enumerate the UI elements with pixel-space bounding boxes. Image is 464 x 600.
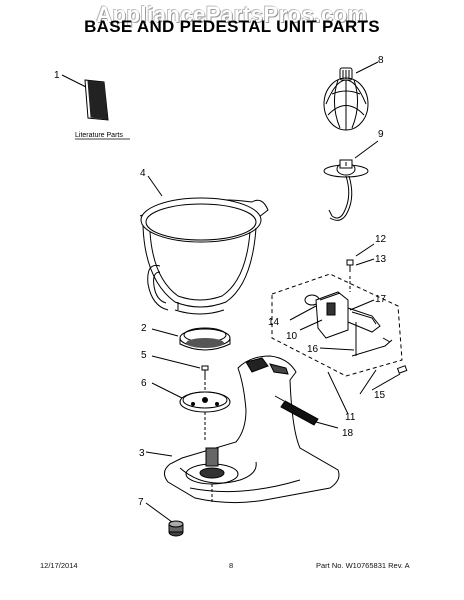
hinge-pin-drawing bbox=[274, 395, 339, 429]
callout-7: 7 bbox=[138, 497, 144, 508]
callout-18: 18 bbox=[342, 428, 354, 439]
callout-4: 4 bbox=[140, 168, 146, 179]
mounting-plate-drawing bbox=[151, 382, 231, 440]
page-title: BASE AND PEDESTAL UNIT PARTS bbox=[84, 17, 380, 36]
bowl-clamping-plate-drawing bbox=[151, 327, 231, 351]
callout-1: 1 bbox=[54, 70, 60, 81]
rubber-foot-drawing bbox=[145, 502, 184, 537]
callout-6: 6 bbox=[141, 378, 147, 389]
literature-parts-label: Literature Parts bbox=[75, 132, 123, 139]
callout-15: 15 bbox=[374, 390, 386, 401]
callout-14: 14 bbox=[268, 317, 280, 328]
hinge-leader-lines bbox=[289, 299, 401, 415]
callout-3: 3 bbox=[139, 448, 145, 459]
callout-11: 11 bbox=[345, 412, 356, 423]
callout-10: 10 bbox=[286, 331, 298, 342]
wire-whip-drawing bbox=[323, 61, 379, 131]
callout-13: 13 bbox=[375, 254, 387, 265]
pedestal-base-drawing bbox=[145, 355, 340, 504]
lock-bracket-assembly-drawing bbox=[304, 291, 408, 374]
callout-8: 8 bbox=[378, 55, 384, 66]
callout-17: 17 bbox=[375, 294, 387, 305]
callout-2: 2 bbox=[141, 323, 147, 334]
screw-drawing bbox=[151, 355, 209, 392]
footer-page-number: 8 bbox=[229, 561, 234, 570]
hinge-assembly-outline bbox=[271, 273, 403, 377]
watermark-text: AppliancePartsPros.com bbox=[96, 2, 368, 27]
mixing-bowl-drawing bbox=[139, 175, 269, 315]
callout-9: 9 bbox=[378, 129, 384, 140]
small-screws-drawing bbox=[346, 243, 375, 292]
literature-booklet-drawing bbox=[61, 74, 130, 140]
footer-part-number: Part No. W10765831 Rev. A bbox=[316, 561, 410, 570]
footer-date: 12/17/2014 bbox=[40, 561, 78, 570]
callout-12: 12 bbox=[375, 234, 387, 245]
dough-hook-drawing bbox=[323, 140, 379, 221]
callout-16: 16 bbox=[307, 344, 319, 355]
callout-5: 5 bbox=[141, 350, 147, 361]
